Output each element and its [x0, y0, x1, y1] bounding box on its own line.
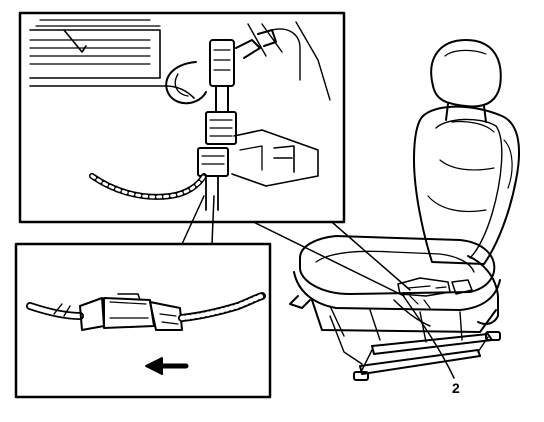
connector-housing-lower	[197, 147, 229, 177]
callout-2-label: 2	[452, 380, 460, 396]
connector-housing-upper	[205, 111, 237, 145]
bracket-loop	[165, 61, 207, 105]
seat-back-seam-mid	[439, 159, 495, 171]
harness-left-tape	[53, 303, 71, 317]
top-plug-ribs	[213, 49, 231, 71]
body-panel-hatching	[29, 39, 151, 65]
conduit-ridges	[90, 174, 206, 199]
bracket-loop-inner	[174, 73, 189, 97]
connector-mid-ribs	[109, 301, 149, 319]
lower-inset-frame	[14, 242, 272, 399]
connector-upper-ribs	[209, 119, 233, 137]
connector-right-half	[149, 301, 183, 331]
retaining-clip	[235, 39, 261, 59]
harness-left-inner	[27, 303, 83, 319]
harness-right-ridges	[179, 293, 265, 321]
seat-frame-struts	[329, 305, 463, 343]
seat-foot-right-front	[485, 331, 501, 341]
retaining-tab	[257, 29, 277, 47]
connector-lock-tab	[117, 293, 141, 301]
connector-right-ribs	[159, 313, 179, 325]
body-panel	[29, 29, 161, 79]
connector-lower-ribs	[201, 155, 225, 165]
seat-riser	[329, 315, 363, 365]
connector-mid	[103, 297, 155, 329]
leader-line-lower-b	[211, 195, 215, 245]
seat-harness	[393, 299, 431, 327]
seat-foot-left-rear	[353, 371, 369, 381]
seat-cushion-top	[315, 250, 475, 273]
panel-pointer	[63, 29, 87, 53]
seat-back-seam-lower	[427, 195, 487, 213]
trim-contour	[271, 28, 301, 81]
rail-piece-bracket	[273, 145, 295, 173]
seat-recline-switch	[451, 279, 473, 295]
harness-upper	[215, 85, 229, 113]
direction-arrow-head	[145, 357, 163, 375]
lower-inset-panel	[14, 242, 272, 399]
seat-back-side-bolster	[503, 139, 513, 189]
headrest-seam	[444, 49, 487, 57]
body-panel-edge	[35, 19, 161, 27]
trim-contour-outer	[295, 21, 331, 101]
rail-piece-lip	[239, 145, 263, 171]
callout-2-leader	[401, 293, 455, 379]
seat-back-panel	[435, 118, 503, 259]
switch-detail	[407, 285, 447, 289]
leader-line-lower-a	[181, 195, 205, 245]
leader-line-upper-a	[232, 211, 405, 297]
seat-harness-clips	[409, 295, 431, 309]
seat-back-seam-upper	[451, 120, 495, 133]
upper-inset-panel	[18, 11, 346, 224]
seat-headrest	[430, 39, 502, 108]
rail-piece	[231, 129, 319, 187]
seat-frame	[311, 299, 497, 333]
seat-illustration	[289, 39, 521, 381]
clip-struts	[247, 23, 283, 57]
leader-line-upper-b	[317, 209, 411, 291]
seat-foot-left-front	[289, 295, 311, 309]
top-plug	[209, 39, 235, 87]
harness-lower	[205, 175, 219, 211]
seat-cushion	[299, 235, 496, 295]
seat-back	[413, 105, 521, 265]
upper-inset-frame	[18, 11, 346, 224]
seat-cushion-side	[293, 271, 501, 311]
